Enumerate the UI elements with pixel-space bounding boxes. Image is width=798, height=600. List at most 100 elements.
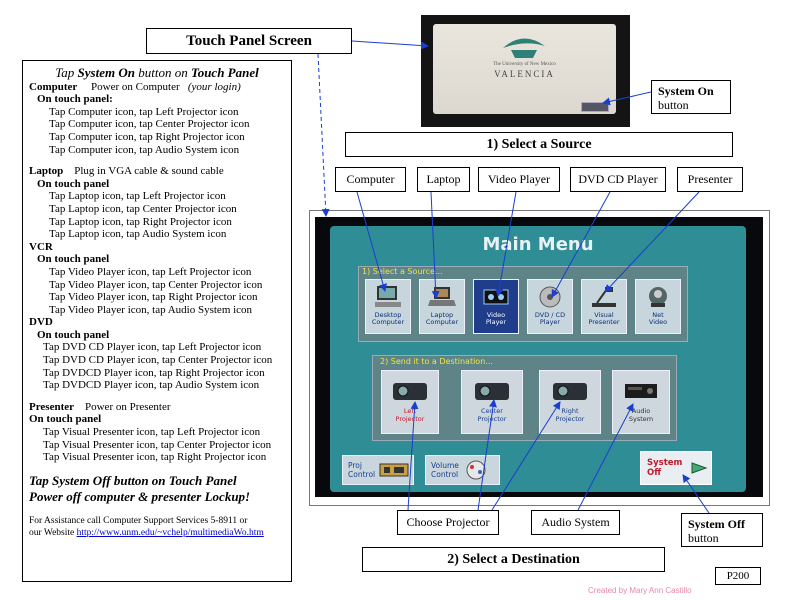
net-video-icon (649, 287, 667, 307)
computer-step: Tap Computer icon, tap Right Projector i… (49, 130, 245, 143)
audio-amplifier-icon (625, 384, 657, 398)
university-logo-icon (503, 38, 545, 58)
campus-name: VALENCIA (494, 69, 555, 79)
university-name: The University of New Mexico (493, 62, 556, 67)
author-credit: Created by Mary Ann Castillo (588, 586, 692, 595)
presenter-step: Tap Visual Presenter icon, tap Center Pr… (43, 438, 272, 451)
computer-section-title: Computer Power on Computer (your login) (29, 80, 241, 93)
dvd-step: Tap DVDCD Player icon, tap Right Project… (43, 366, 265, 379)
computer-step: Tap Computer icon, tap Center Projector … (49, 118, 250, 131)
callout-presenter: Presenter (677, 167, 743, 192)
page-code: P200 (715, 567, 761, 585)
laptop-step: Tap Laptop icon, tap Center Projector ic… (49, 202, 237, 215)
source-group-label: 1) Select a Source... (362, 267, 443, 276)
laptop-subheading: On touch panel (37, 177, 110, 190)
desktop-computer-icon (375, 286, 401, 307)
dvd-step: Tap DVD CD Player icon, tap Center Proje… (43, 354, 273, 367)
vcr-subheading: On touch panel (37, 253, 110, 266)
laptop-step: Tap Laptop icon, tap Left Projector icon (49, 190, 226, 203)
callout-choose-projector: Choose Projector (397, 510, 499, 535)
callout-audio-system: Audio System (531, 510, 620, 535)
instructions-panel: Tap System On button on Touch Panel Comp… (22, 60, 292, 582)
laptop-step: Tap Laptop icon, tap Audio System icon (49, 228, 227, 241)
assistance-label: our Website (29, 527, 77, 538)
video-cassette-icon (483, 289, 509, 305)
dvd-step: Tap DVD CD Player icon, tap Left Project… (43, 341, 262, 354)
vcr-step: Tap Video Player icon, tap Audio System … (49, 303, 253, 316)
presenter-step: Tap Visual Presenter icon, tap Right Pro… (43, 451, 267, 464)
vcr-section-title: VCR (29, 240, 53, 253)
arrow (351, 40, 429, 50)
dvd-subheading: On touch panel (37, 328, 110, 341)
volume-knob-icon (466, 460, 486, 480)
power-off-instruction: Power off computer & presenter Lockup! (29, 488, 251, 504)
computer-step: Tap Computer icon, tap Audio System icon (49, 143, 240, 156)
callout-dvd-cd-player: DVD CD Player (570, 167, 666, 192)
presenter-section-title: Presenter Power on Presenter (29, 400, 171, 413)
dvd-step: Tap DVDCD Player icon, tap Audio System … (43, 379, 260, 392)
system-on-instruction: Tap System On button on Touch Panel (55, 65, 259, 80)
laptop-step: Tap Laptop icon, tap Right Projector ico… (49, 215, 232, 228)
computer-step: Tap Computer icon, tap Left Projector ic… (49, 105, 239, 118)
dvd-section-title: DVD (29, 316, 53, 329)
arrow (317, 53, 330, 217)
main-menu-title: Main Menu (482, 234, 594, 255)
callout-computer: Computer (335, 167, 406, 192)
document-camera-icon (592, 287, 616, 307)
laptop-section-title: Laptop Plug in VGA cable & sound cable (29, 165, 224, 178)
presenter-step: Tap Visual Presenter icon, tap Left Proj… (43, 426, 261, 439)
disc-icon (539, 286, 561, 308)
presenter-subheading: On touch panel (29, 413, 102, 426)
system-on-button[interactable] (581, 102, 609, 112)
select-destination-heading: 2) Select a Destination (362, 547, 665, 572)
help-website-link[interactable]: http://www.unm.edu/~vchelp/multimediaWo.… (76, 527, 264, 538)
system-off-instruction: Tap System Off button on Touch Panel (29, 472, 237, 488)
power-off-icon (691, 462, 708, 474)
vcr-step: Tap Video Player icon, tap Center Projec… (49, 278, 263, 291)
touch-panel-idle-screen: The University of New Mexico VALENCIA (433, 24, 616, 114)
projector-icon (553, 383, 587, 400)
touch-panel-screen-label: Touch Panel Screen (146, 28, 352, 54)
destination-group-label: 2) Send it to a Destination... (380, 357, 493, 366)
vcr-step: Tap Video Player icon, tap Right Project… (49, 291, 258, 304)
assistance-info: For Assistance call Computer Support Ser… (29, 515, 285, 539)
projector-icon (475, 383, 509, 400)
callout-laptop: Laptop (417, 167, 470, 192)
callout-video-player: Video Player (478, 167, 560, 192)
projector-icon (393, 383, 427, 400)
computer-subheading: On touch panel: (37, 93, 113, 106)
projector-remote-icon (379, 463, 409, 477)
select-source-heading: 1) Select a Source (345, 132, 733, 157)
assistance-phone: For Assistance call Computer Support Ser… (29, 515, 248, 526)
laptop-icon (428, 287, 456, 306)
vcr-step: Tap Video Player icon, tap Left Projecto… (49, 265, 252, 278)
